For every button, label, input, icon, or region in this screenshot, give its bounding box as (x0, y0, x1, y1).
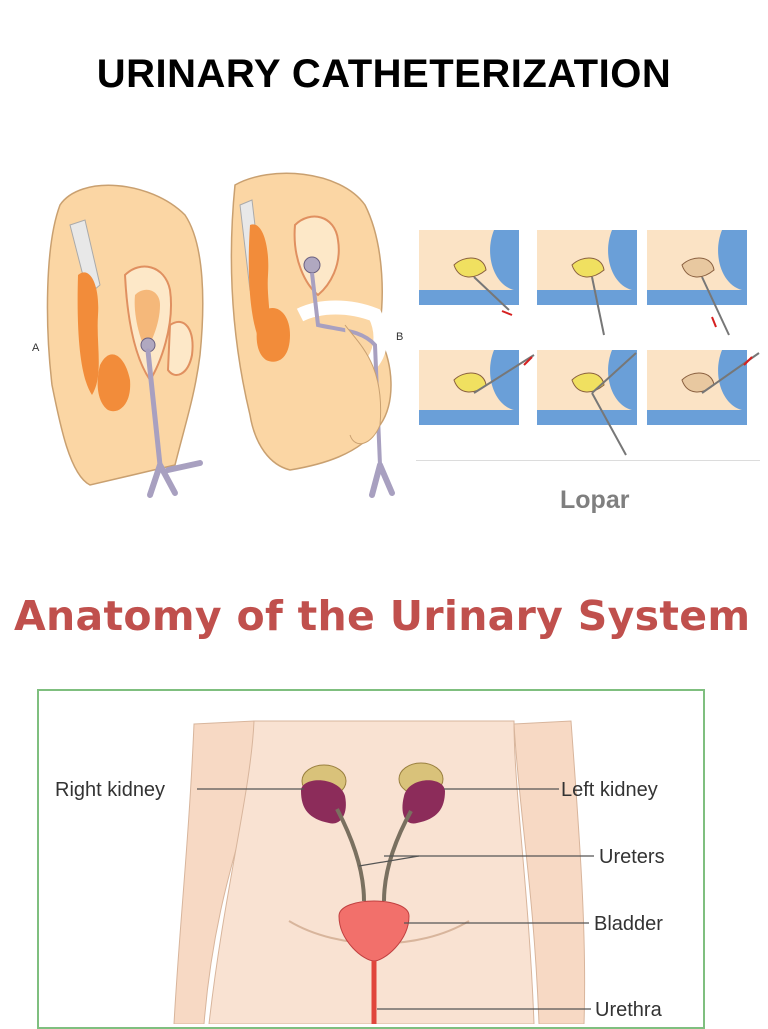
sequence-panel (647, 350, 759, 425)
label-ureters: Ureters (599, 846, 665, 868)
male-sagittal-figure: B (231, 173, 403, 495)
catheterization-sequence-illustration (414, 225, 764, 465)
figure-caption: Lopar (560, 486, 629, 515)
sequence-panel (537, 350, 637, 455)
sequence-panel (647, 230, 747, 335)
label-left-kidney: Left kidney (561, 779, 658, 801)
catheterization-sagittal-illustration: A B (0, 165, 410, 510)
sequence-panel (419, 350, 534, 425)
page-title: URINARY CATHETERIZATION (0, 52, 768, 97)
label-bladder: Bladder (594, 913, 663, 935)
body-silhouette (174, 721, 585, 1024)
urinary-system-anatomy-diagram: Right kidney Left kidney Ureters Bladder… (39, 691, 703, 1024)
label-urethra: Urethra (595, 999, 663, 1021)
label-right-kidney: Right kidney (55, 779, 165, 801)
section-heading: Anatomy of the Urinary System (14, 592, 750, 640)
female-sagittal-figure: A (32, 185, 203, 495)
sequence-panel (419, 230, 519, 315)
panel-label-a: A (32, 342, 40, 354)
figure-divider (416, 460, 760, 461)
sequence-panel (537, 230, 637, 335)
panel-label-b: B (396, 331, 403, 343)
